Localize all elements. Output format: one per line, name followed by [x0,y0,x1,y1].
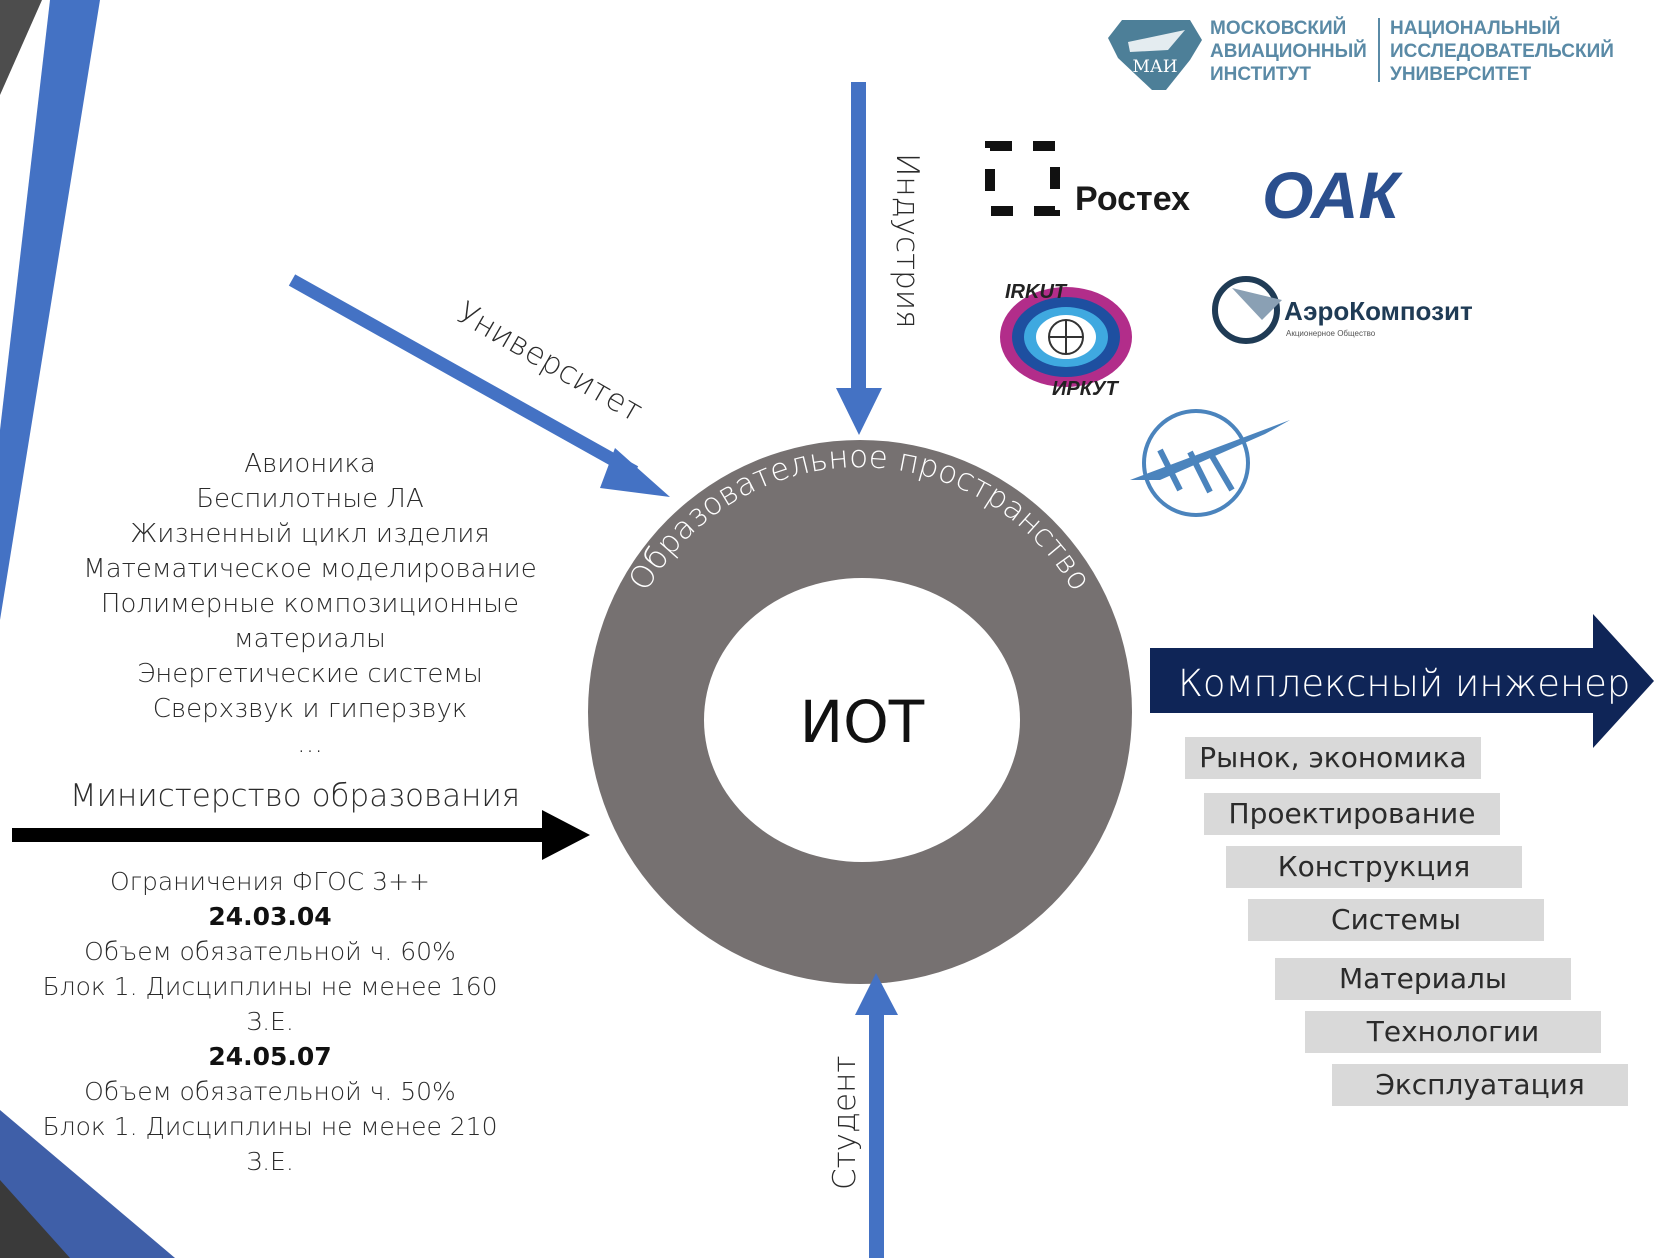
svg-text:МАИ: МАИ [1132,57,1177,77]
svg-text:ОАК: ОАК [1262,158,1403,232]
university-arrow-label: Университет [451,295,648,430]
student-arrow-label: Студент [827,1056,863,1190]
core-label: ИОТ [800,688,925,756]
mai-logo: МАИ [1108,20,1202,90]
decor-corner-dark [0,1180,70,1258]
mai-name: МОСКОВСКИЙ АВИАЦИОННЫЙ ИНСТИТУТ НАЦИОНАЛ… [1210,17,1614,85]
list-item: Сверхзвук и гиперзвук [152,694,468,724]
svg-text:IRKUT: IRKUT [1005,281,1068,303]
outcome-title: Комплексный инженер [1178,662,1630,705]
fgos-title: Ограничения ФГОС 3++ [110,867,430,896]
rostec-logo: Ростех [985,141,1190,218]
ilyushin-logo [1130,409,1290,517]
industry-arrow-head [836,388,882,435]
skill-design: Проектирование [1204,793,1500,835]
svg-text:ИРКУТ: ИРКУТ [1052,378,1120,400]
list-item: Авионика [244,449,376,479]
skill-operation: Эксплуатация [1332,1064,1628,1106]
svg-text:АэроКомпозит: АэроКомпозит [1284,296,1473,326]
industry-arrow-shaft [851,82,866,397]
skill-technologies: Технологии [1305,1011,1601,1053]
list-item: Жизненный цикл изделия [130,519,490,549]
student-arrow-head [855,973,898,1015]
skill-materials: Материалы [1275,958,1571,1000]
svg-text:ИССЛЕДОВАТЕЛЬСКИЙ: ИССЛЕДОВАТЕЛЬСКИЙ [1390,40,1614,62]
list-item: Энергетические системы [137,659,483,689]
fgos-block-1: Блок 1. Дисциплины не менее 160 З.Е. [42,972,498,1036]
decor-corner-blue [0,1110,175,1258]
fgos-code-2: 24.05.07 [208,1042,332,1071]
ministry-arrow-head [542,810,590,860]
ministry-arrow-shaft [12,828,557,842]
decor-stripe-dark [0,0,42,95]
skill-market: Рынок, экономика [1185,737,1481,779]
skill-structure: Конструкция [1226,846,1522,888]
svg-text:АВИАЦИОННЫЙ: АВИАЦИОННЫЙ [1210,40,1367,62]
fgos-share-2: Объем обязательной ч. 50% [84,1077,456,1106]
outcome-arrow [1150,614,1654,748]
svg-text:Ростех: Ростех [1075,180,1190,218]
student-arrow-shaft [869,1005,884,1258]
directions-list: Авионика Беспилотные ЛА Жизненный цикл и… [30,447,590,762]
aerocomposite-logo: АэроКомпозит Акционерное Общество [1212,276,1473,344]
skill-systems: Системы [1248,899,1544,941]
list-item: Полимерные композиционные материалы [100,589,520,654]
svg-text:МОСКОВСКИЙ: МОСКОВСКИЙ [1210,17,1346,39]
svg-text:Акционерное Общество: Акционерное Общество [1286,329,1376,338]
list-item: Беспилотные ЛА [196,484,424,514]
svg-text:ИНСТИТУТ: ИНСТИТУТ [1210,64,1311,85]
university-arrow-head [600,448,670,497]
fgos-constraints: Ограничения ФГОС 3++ 24.03.04 Объем обяз… [15,864,525,1179]
fgos-share-1: Объем обязательной ч. 60% [84,937,456,966]
university-arrow-shaft [288,274,639,478]
fgos-code-1: 24.03.04 [208,902,332,931]
iot-core [704,578,1020,862]
irkut-logo: IRKUT ИРКУТ [1000,281,1132,400]
decor-stripe-blue [0,0,100,620]
list-item: Математическое моделирование [83,554,537,584]
ministry-arrow-label: Министерство образования [70,778,520,814]
list-item: … [297,729,323,759]
svg-text:УНИВЕРСИТЕТ: УНИВЕРСИТЕТ [1390,64,1531,85]
fgos-block-2: Блок 1. Дисциплины не менее 210 З.Е. [42,1112,498,1176]
industry-arrow-label: Индустрия [889,153,925,329]
svg-text:НАЦИОНАЛЬНЫЙ: НАЦИОНАЛЬНЫЙ [1390,17,1560,39]
uac-logo: ОАК [1262,158,1403,232]
